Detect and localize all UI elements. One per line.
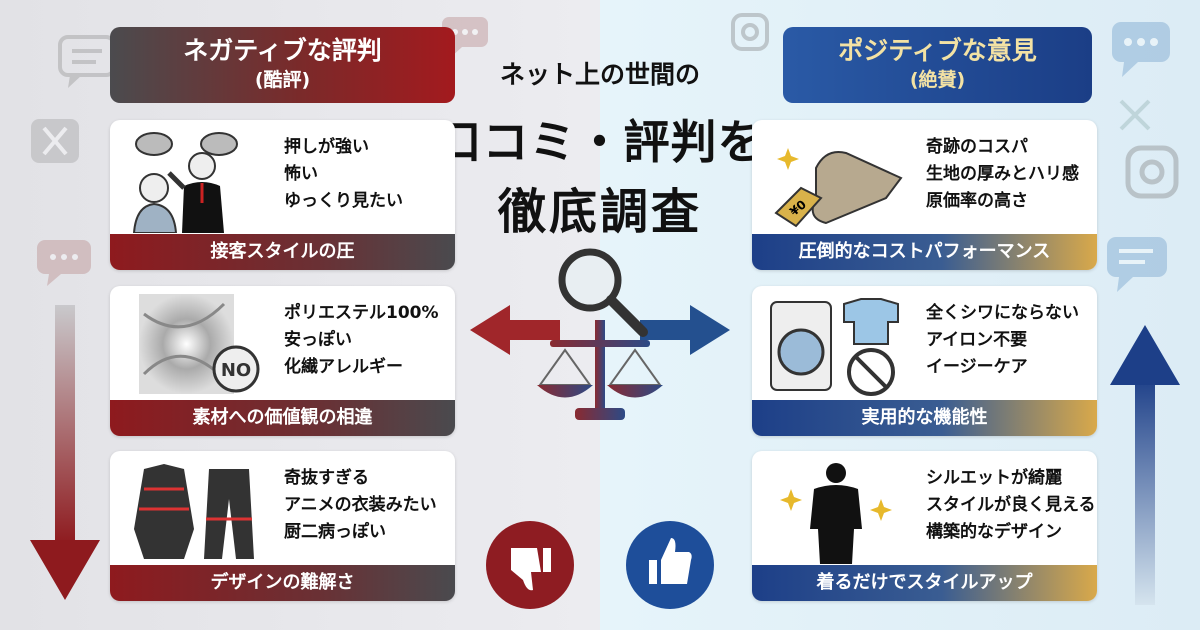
card-label: 着るだけでスタイルアップ — [752, 565, 1097, 601]
folded-fabric-price-tag-illustration: ¥0 — [774, 148, 903, 228]
positive-card-lines: 奇跡のコスパ 生地の厚みとハリ感 原価率の高さ — [926, 134, 1079, 215]
negative-card-lines: ポリエステル100% 安っぽい 化繊アレルギー — [284, 300, 439, 381]
card-line: スタイルが良く見える — [926, 495, 1096, 515]
chat-bubble-icon — [1112, 22, 1170, 77]
card-line: ゆっくり見たい — [284, 191, 403, 211]
card-line: 奇抜すぎる — [284, 468, 369, 488]
instagram-icon — [1125, 145, 1179, 199]
magnifier-icon — [558, 248, 648, 337]
positive-card-lines: シルエットが綺麗 スタイルが良く見える 構築的なデザイン — [926, 465, 1096, 546]
card-line: 安っぽい — [284, 330, 352, 350]
card-line: 怖い — [284, 164, 318, 184]
negative-subtitle: (酷評) — [254, 69, 311, 91]
card-line: 構築的なデザイン — [926, 522, 1062, 542]
negative-card-lines: 押しが強い 怖い ゆっくり見たい — [284, 134, 403, 215]
card-line: アニメの衣装みたい — [284, 495, 437, 515]
chat-bubble-icon — [58, 35, 116, 88]
card-line: アイロン不要 — [926, 330, 1028, 350]
negative-card-material: NO ポリエステル100% 安っぽい 化繊アレルギー 素材への価値観の相違 — [110, 286, 455, 436]
x-logo-icon — [1119, 99, 1151, 131]
scale-magnifier-graphic — [470, 248, 730, 420]
negative-card-service: 押しが強い 怖い ゆっくり見たい 接客スタイルの圧 — [110, 120, 455, 270]
card-line: 原価率の高さ — [926, 191, 1028, 211]
outfit-illustration — [134, 464, 254, 559]
card-line: 化繊アレルギー — [284, 357, 403, 377]
title-line-1: ネット上の世間の — [499, 60, 700, 89]
card-line: 押しが強い — [284, 137, 369, 157]
scale-icon — [537, 320, 663, 420]
no-badge: NO — [221, 360, 251, 381]
fabric-no-illustration: NO — [139, 294, 260, 394]
positive-title: ポジティブな意見 — [838, 36, 1037, 65]
card-line: 厨二病っぽい — [284, 522, 386, 542]
card-label: デザインの難解さ — [110, 565, 455, 601]
down-arrow-icon — [30, 305, 100, 600]
card-line: 奇跡のコスパ — [926, 137, 1028, 157]
right-arrow-icon — [640, 305, 730, 355]
thumbs-down-icon — [486, 521, 574, 609]
positive-card-cost: ¥0 奇跡のコスパ 生地の厚みとハリ感 原価率の高さ 圧倒的なコストパフォーマン… — [752, 120, 1097, 270]
instagram-icon — [731, 13, 769, 51]
positive-header: ポジティブな意見 (絶賛) — [783, 27, 1092, 103]
card-line: 全くシワにならない — [926, 303, 1079, 323]
title-line-2: 口コミ・評判を — [435, 115, 765, 169]
card-label: 実用的な機能性 — [752, 400, 1097, 436]
silhouette-illustration — [780, 463, 892, 564]
thumbs-up-icon — [626, 521, 714, 609]
negative-card-lines: 奇抜すぎる アニメの衣装みたい 厨二病っぽい — [284, 465, 437, 546]
positive-card-lines: 全くシワにならない アイロン不要 イージーケア — [926, 300, 1079, 381]
card-line: イージーケア — [926, 357, 1028, 377]
title-line-3: 徹底調査 — [497, 184, 702, 240]
positive-card-style: シルエットが綺麗 スタイルが良く見える 構築的なデザイン 着るだけでスタイルアッ… — [752, 451, 1097, 601]
card-label: 接客スタイルの圧 — [110, 234, 455, 270]
up-arrow-icon — [1110, 325, 1180, 605]
washer-no-iron-illustration — [770, 298, 899, 396]
chat-bubble-icon — [1107, 237, 1167, 292]
positive-card-function: 全くシワにならない アイロン不要 イージーケア 実用的な機能性 — [752, 286, 1097, 436]
left-arrow-icon — [470, 305, 560, 355]
negative-header: ネガティブな評判 (酷評) — [110, 27, 455, 103]
card-line: シルエットが綺麗 — [926, 468, 1062, 488]
positive-subtitle: (絶賛) — [909, 69, 966, 91]
negative-title: ネガティブな評判 — [183, 36, 382, 65]
card-line: ポリエステル100% — [284, 303, 439, 323]
chat-bubble-icon — [37, 240, 91, 286]
card-label: 圧倒的なコストパフォーマンス — [752, 234, 1097, 270]
negative-card-design: 奇抜すぎる アニメの衣装みたい 厨二病っぽい デザインの難解さ — [110, 451, 455, 601]
card-line: 生地の厚みとハリ感 — [926, 164, 1079, 184]
pushy-clerk-illustration — [132, 132, 238, 233]
card-label: 素材への価値観の相違 — [110, 400, 455, 436]
x-logo-icon — [31, 119, 79, 163]
